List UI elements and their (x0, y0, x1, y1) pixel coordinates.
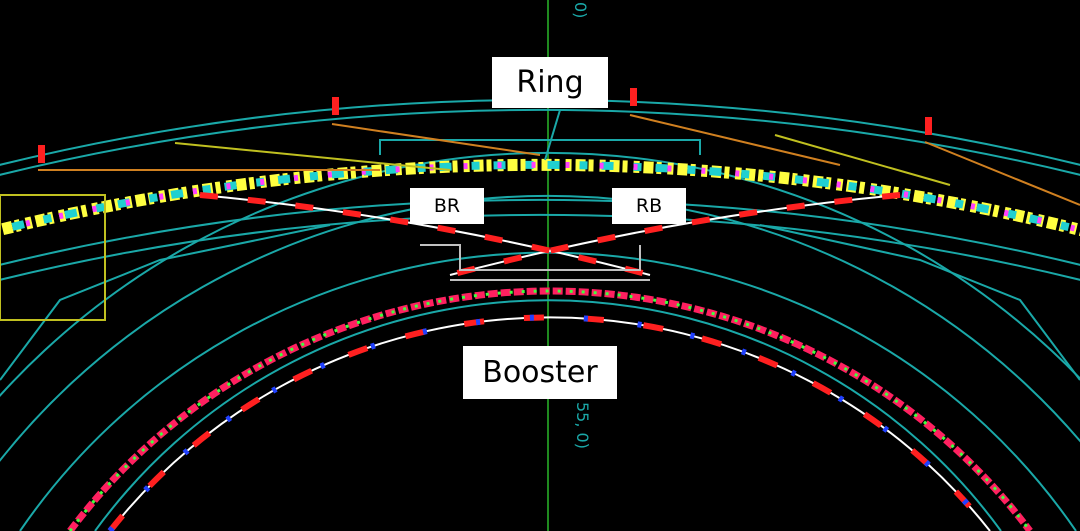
booster-dipoles (107, 314, 993, 531)
ring-label: Ring (492, 57, 608, 108)
transfer-magnets (199, 192, 901, 278)
transfer-hall (420, 244, 650, 281)
rb-label: RB (612, 188, 686, 224)
coordinate-label-top: 0) (571, 2, 590, 19)
ring-tunnel-walls (0, 98, 1080, 381)
coordinate-label-bottom: 55, 0) (573, 402, 592, 449)
ring-lattice (0, 158, 1080, 237)
booster-lattice (67, 287, 1033, 531)
br-label: BR (410, 188, 484, 224)
annotation-leaders (0, 109, 1080, 321)
ring-lattice-quads (0, 160, 1080, 234)
annotation-tags (38, 88, 932, 163)
booster-label: Booster (463, 346, 617, 399)
